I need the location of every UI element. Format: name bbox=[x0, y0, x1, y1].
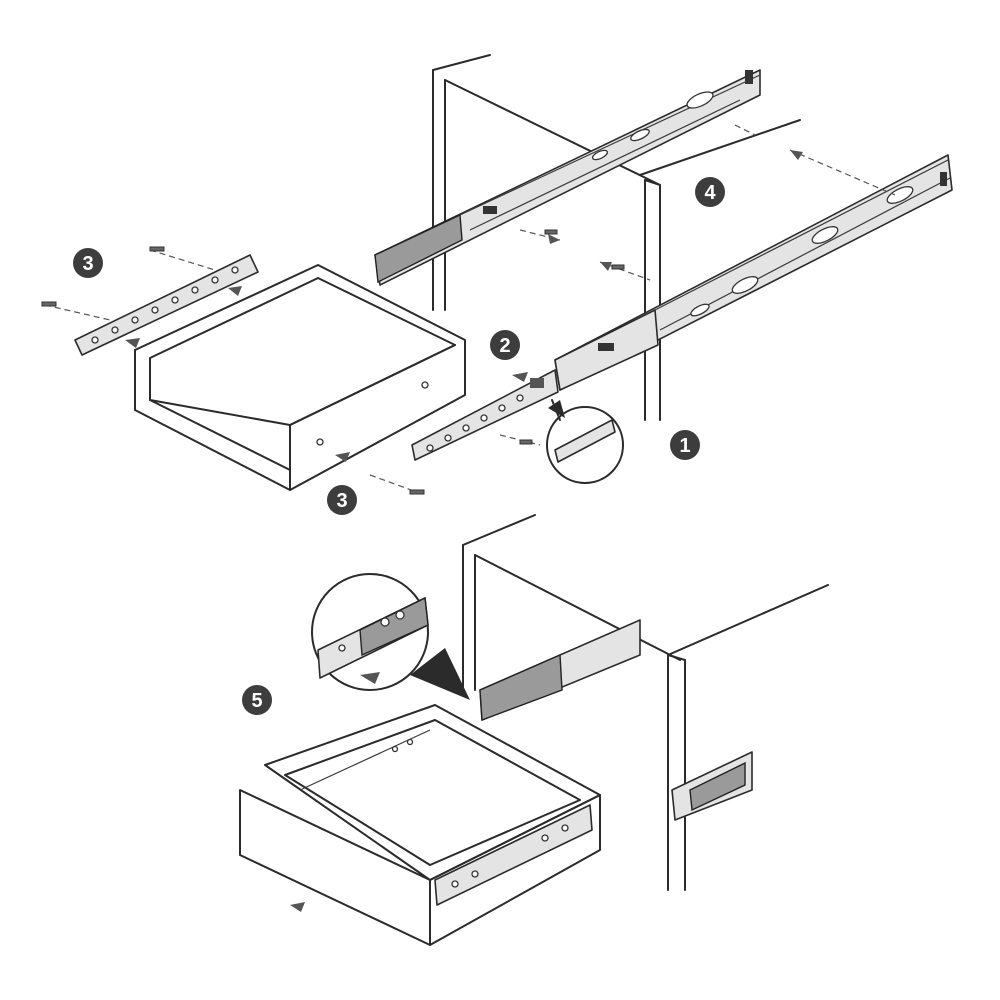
zoom-detail-top bbox=[546, 399, 624, 484]
step-number: 3 bbox=[336, 490, 347, 512]
drawer-box-bottom bbox=[239, 704, 601, 946]
cabinet-bottom bbox=[462, 514, 829, 891]
rear-cabinet-rail bbox=[374, 69, 761, 286]
step-number: 3 bbox=[82, 253, 93, 275]
step-badge-3-upper: 3 bbox=[73, 248, 103, 278]
step-number: 2 bbox=[499, 335, 510, 357]
zoom-detail-bottom bbox=[311, 573, 470, 700]
cabinet-top bbox=[432, 54, 801, 421]
drawer-box-top bbox=[134, 264, 466, 496]
screw-guides-top bbox=[499, 124, 896, 446]
step-badge-2: 2 bbox=[490, 330, 520, 360]
step-badge-3-lower: 3 bbox=[327, 485, 357, 515]
front-cabinet-rail bbox=[554, 154, 953, 391]
step-number: 4 bbox=[704, 182, 716, 204]
inner-drawer-member bbox=[411, 369, 559, 461]
cabinet-rails-bottom bbox=[479, 619, 753, 821]
step-badge-5: 5 bbox=[242, 685, 272, 715]
step-number: 1 bbox=[679, 435, 690, 457]
step-number: 5 bbox=[251, 690, 262, 712]
step-badge-4: 4 bbox=[695, 177, 725, 207]
step-badge-1: 1 bbox=[670, 430, 700, 460]
drawer-side-rail bbox=[41, 246, 259, 356]
